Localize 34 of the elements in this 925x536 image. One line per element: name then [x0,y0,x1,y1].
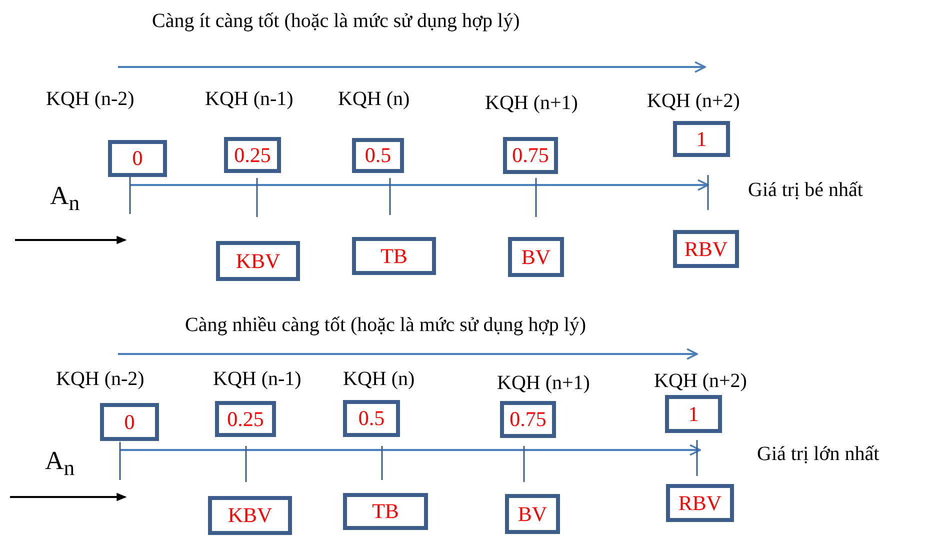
value-box: 0.75 [500,401,556,438]
category-box: TB [352,237,436,275]
level-label: KQH (n) [338,88,410,110]
variable-label: A$_{n}$ [45,447,75,482]
level-label: KQH (n-1) [213,368,302,390]
level-label: KQH (n-2) [46,88,134,110]
level-label: KQH (n+1) [485,92,578,114]
category-box: RBV [666,484,734,522]
value-box: 0 [108,140,167,177]
value-box: 0.5 [352,138,404,173]
value-box: 0.75 [503,137,558,174]
value-box: 1 [665,395,722,433]
category-box: RBV [673,230,739,268]
variable-label: A$_{n}$ [50,182,80,216]
level-label: KQH (n-2) [56,368,144,390]
level-label: KQH (n+2) [654,370,747,392]
value-box: 0.25 [224,137,281,173]
value-box: 0 [100,403,159,441]
value-box: 0.25 [215,401,276,437]
category-box: BV [505,494,560,534]
category-box: BV [508,237,564,277]
category-box: TB [343,493,428,530]
category-box: KBV [216,241,300,281]
level-label: KQH (n+2) [647,90,740,112]
value-box: 0.5 [343,400,400,437]
level-label: KQH (n-1) [205,88,294,110]
axis-note: Giá trị bé nhất [748,179,863,201]
axis-note: Giá trị lớn nhất [757,443,880,465]
level-label: KQH (n) [343,368,415,390]
heading-text: Càng nhiều càng tốt (hoặc là mức sử dụng hợp lý) [185,314,586,336]
value-box: 1 [673,121,730,157]
heading-text: Càng ít càng tốt (hoặc là mức sử dụng hợp lý) [152,10,520,32]
level-label: KQH (n+1) [497,372,590,394]
category-box: KBV [208,496,292,535]
